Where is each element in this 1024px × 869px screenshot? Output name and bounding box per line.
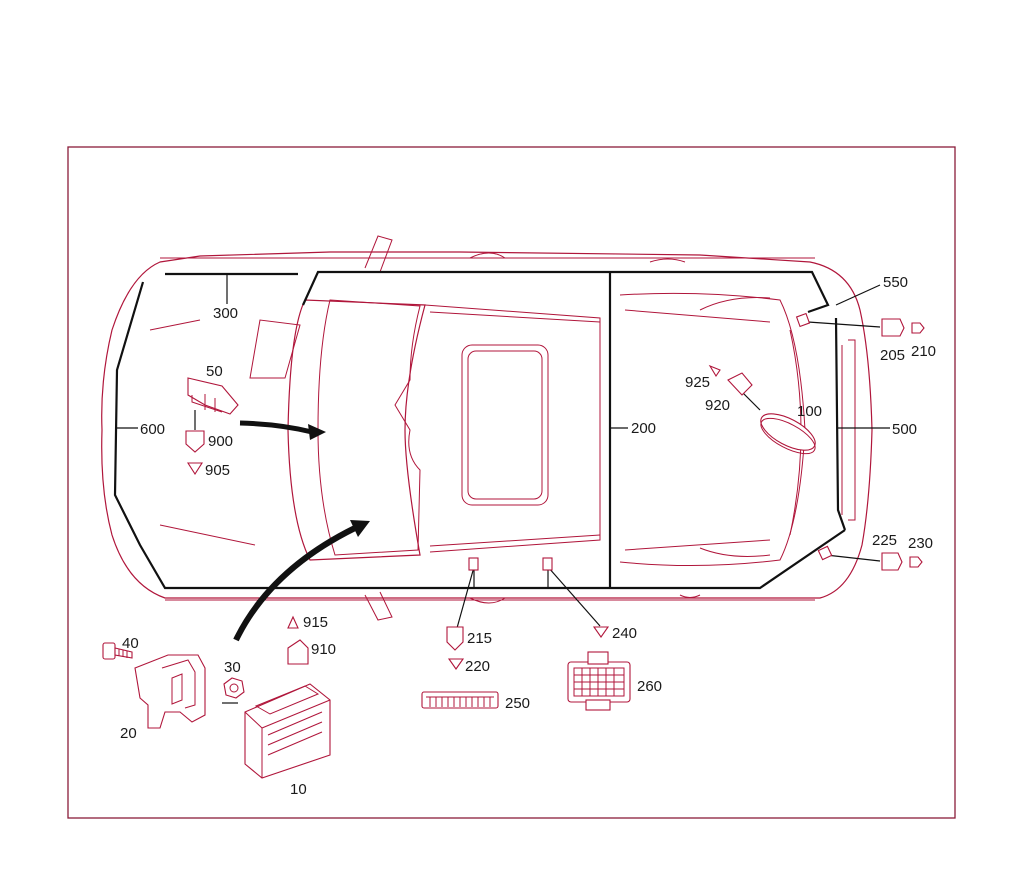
label-250: 250 [505, 695, 530, 712]
fastener-220 [447, 658, 465, 670]
connector-215 [446, 626, 464, 651]
label-500: 500 [892, 421, 917, 438]
label-225: 225 [872, 532, 897, 549]
nut-30 [223, 677, 245, 699]
label-100: 100 [797, 403, 822, 420]
multi-pin-connector-260 [567, 651, 631, 711]
connector-marker-225 [817, 545, 833, 561]
car-top-view [101, 235, 873, 621]
label-900: 900 [208, 433, 233, 450]
connector-marker-215 [468, 557, 479, 571]
wiring-harness [113, 270, 847, 590]
connector-920 [727, 372, 753, 396]
fastener-905 [186, 462, 204, 476]
label-20: 20 [120, 725, 137, 742]
leader-lines [117, 274, 890, 704]
label-50: 50 [206, 363, 223, 380]
label-10: 10 [290, 781, 307, 798]
fastener-925 [708, 364, 721, 378]
bolt-40 [102, 642, 133, 660]
label-925: 925 [685, 374, 710, 391]
connector-205 [881, 318, 905, 337]
label-300: 300 [213, 305, 238, 322]
plug-230 [909, 556, 923, 568]
diagram-frame [67, 146, 956, 819]
label-230: 230 [908, 535, 933, 552]
connector-225 [881, 552, 903, 571]
label-600: 600 [140, 421, 165, 438]
part-numbers: 300 50 600 900 905 200 550 205 210 925 9… [120, 274, 936, 798]
fastener-915 [287, 615, 299, 629]
label-220: 220 [465, 658, 490, 675]
arrow-10-to-cabin [233, 520, 370, 642]
connector-910 [287, 639, 309, 665]
fastener-240 [592, 626, 610, 638]
arrow-50-to-cabin [239, 420, 326, 440]
label-260: 260 [637, 678, 662, 695]
label-920: 920 [705, 397, 730, 414]
connector-marker-240 [542, 557, 553, 571]
connector-550 [795, 312, 811, 328]
label-205: 205 [880, 347, 905, 364]
bracket-20 [134, 654, 206, 729]
strip-connector-250 [421, 691, 499, 709]
label-240: 240 [612, 625, 637, 642]
label-210: 210 [911, 343, 936, 360]
label-550: 550 [883, 274, 908, 291]
label-40: 40 [122, 635, 139, 652]
label-910: 910 [311, 641, 336, 658]
label-915: 915 [303, 614, 328, 631]
plug-210 [911, 322, 925, 334]
antenna-module-100 [760, 413, 816, 455]
label-215: 215 [467, 630, 492, 647]
label-905: 905 [205, 462, 230, 479]
connector-900 [185, 430, 205, 453]
control-unit-10 [244, 683, 331, 779]
label-30: 30 [224, 659, 241, 676]
label-200: 200 [631, 420, 656, 437]
module-50 [187, 377, 239, 415]
